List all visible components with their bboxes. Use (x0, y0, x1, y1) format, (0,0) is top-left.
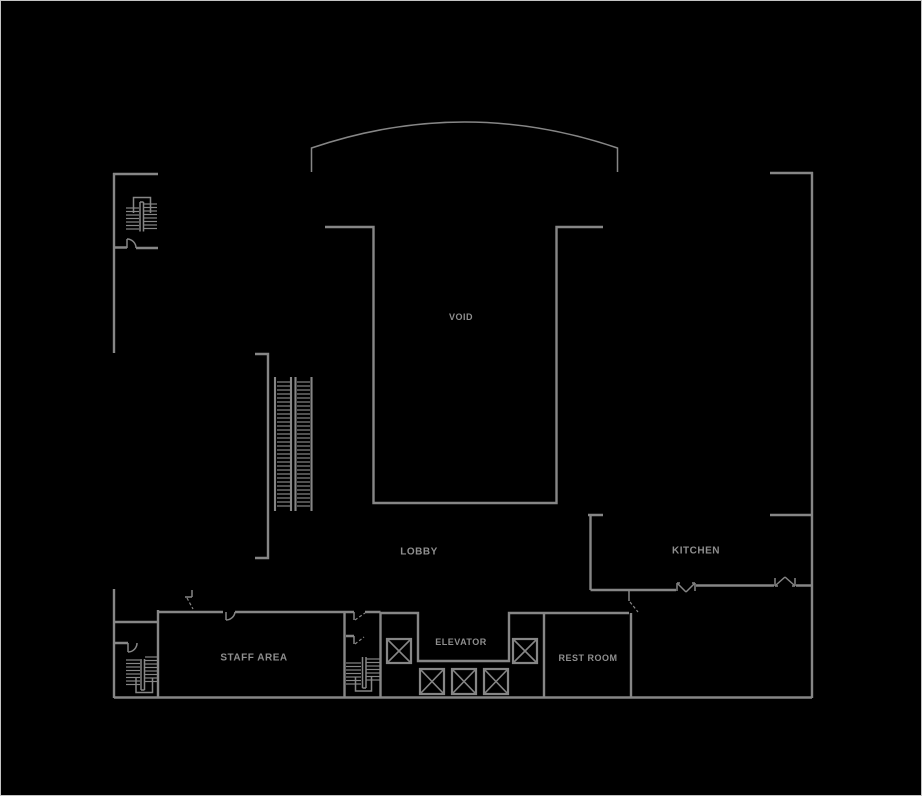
escalator-side-wall (255, 352, 270, 560)
door-swing (677, 583, 695, 593)
door-swing (126, 238, 137, 249)
door-swing (127, 642, 138, 653)
elevator-lobby-walls (379, 611, 633, 698)
entrance-arc-wall (310, 121, 619, 172)
elevator-shaft (450, 667, 478, 696)
elevator-label: ELEVATOR (435, 637, 487, 647)
void-label: VOID (448, 312, 474, 322)
stairwell-bottom-left (114, 610, 160, 698)
lobby-door (185, 590, 194, 610)
staff-area-walls (158, 610, 346, 698)
elevator-shaft (511, 637, 539, 665)
stair-treads (126, 656, 158, 686)
door-swing (354, 636, 365, 645)
stair-treads (126, 203, 157, 230)
stair-treads (346, 658, 380, 685)
kitchen-walls (588, 513, 812, 613)
door-swing (775, 576, 795, 586)
escalator-treads (277, 381, 310, 507)
lobby-label: LOBBY (400, 546, 438, 558)
elevator-shafts (385, 637, 539, 696)
kitchen-double-door-left (676, 582, 696, 593)
door-swing (186, 597, 194, 610)
void-shaft-walls (325, 225, 603, 505)
stairwell-bottom-right (346, 657, 380, 692)
door-swing (354, 612, 366, 621)
door-swing (629, 601, 639, 613)
stairwell-top-left (114, 196, 158, 250)
building-outline (112, 171, 814, 699)
elevator-shaft (418, 667, 446, 696)
stair-corridor-walls (344, 610, 381, 645)
rest-room-label: REST ROOM (558, 653, 618, 663)
kitchen-label: KITCHEN (672, 545, 720, 557)
escalator (273, 377, 313, 511)
kitchen-double-door-right (774, 576, 796, 587)
door-swing (225, 611, 236, 621)
elevator-shaft (385, 637, 413, 665)
elevator-shaft (482, 667, 510, 696)
kitchen-service-door (628, 591, 639, 613)
staff-area-label: STAFF AREA (220, 652, 288, 664)
